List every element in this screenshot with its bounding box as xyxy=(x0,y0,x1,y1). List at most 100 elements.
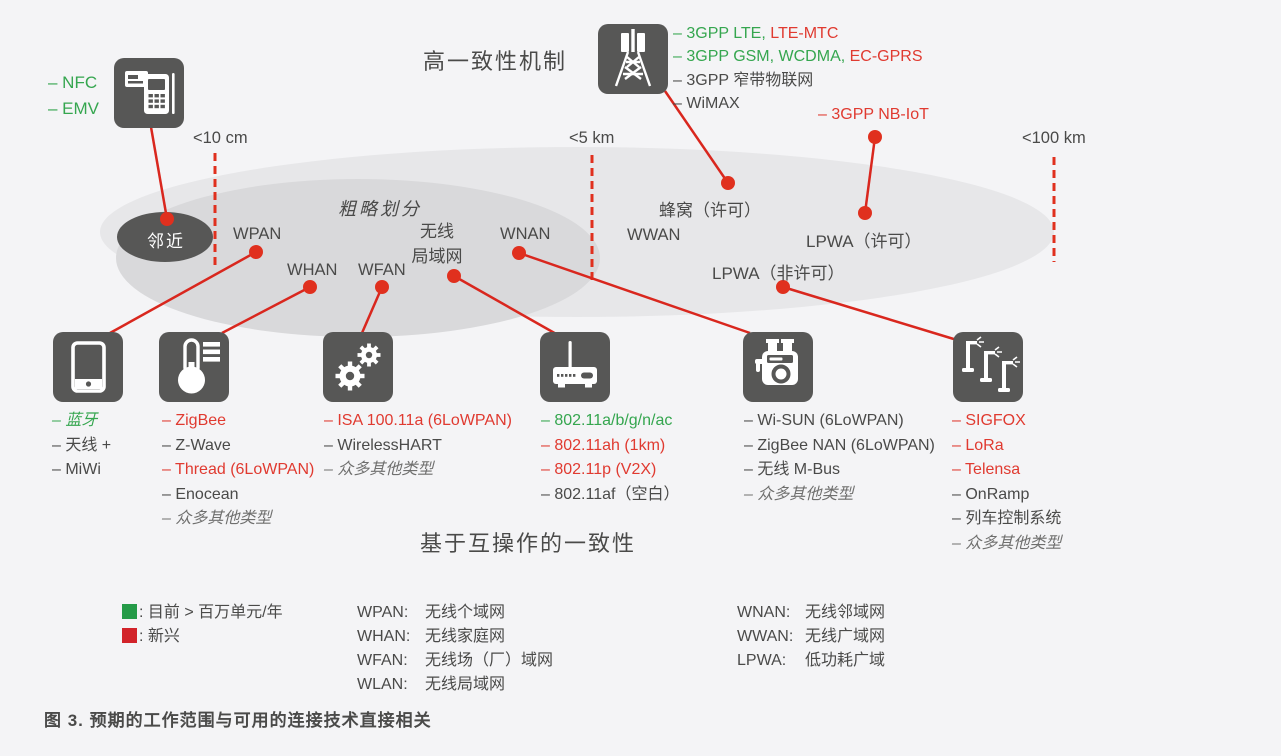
tech-item: – 众多其他类型 xyxy=(162,510,272,527)
line-nfc-proximity xyxy=(149,126,169,220)
tech-item: – 802.11ah (1km) xyxy=(541,436,666,454)
tech-item: – 802.11a/b/g/n/ac xyxy=(541,412,673,429)
line-whan-thermometer xyxy=(221,285,311,335)
abbreviation-column-2: WNAN:无线邻域网 WWAN:无线广域网 LPWA:低功耗广域 xyxy=(737,601,885,673)
dot-nbiot xyxy=(868,130,882,144)
tech-item: – 无线 M-Bus xyxy=(744,461,841,478)
dot-lpwa-licensed xyxy=(858,206,872,220)
streetlight-poles-icon xyxy=(953,332,1023,402)
tech-item: – 3GPP GSM, WCDMA, EC-GPRS xyxy=(673,48,923,66)
gears-icon xyxy=(323,332,393,402)
line-wfan-gears xyxy=(360,286,384,334)
wfan-tech-list: – ISA 100.11a (6LoWPAN) – WirelessHART – 众… xyxy=(324,409,512,483)
tech-item: – 802.11p (V2X) xyxy=(541,461,657,478)
zone-label-lpwa-unlicensed: LPWA（非许可） xyxy=(712,264,845,283)
connector-lines xyxy=(109,90,958,342)
dot-whan xyxy=(303,280,317,294)
tech-item: – 3GPP 窄带物联网 xyxy=(673,71,814,89)
line-wpan-smartphone xyxy=(109,250,257,335)
zone-label-lpwa-licensed: LPWA（许可） xyxy=(806,232,922,251)
tech-item: – SIGFOX xyxy=(952,412,1026,429)
inner-range-ellipse xyxy=(116,179,600,337)
cell-tower-icon xyxy=(598,24,668,94)
smartphone-icon xyxy=(53,332,123,402)
zone-label-wfan: WFAN xyxy=(358,261,406,279)
legend: : 目前 > 百万单元/年: 新兴 xyxy=(122,601,283,648)
tech-item: – Thread (6LoWPAN) xyxy=(162,461,315,478)
tech-item: – ZigBee xyxy=(162,412,227,429)
tech-item: – Telensa xyxy=(952,461,1021,478)
dot-cellular xyxy=(721,176,735,190)
dot-wfan xyxy=(375,280,389,294)
tech-item: – 众多其他类型 xyxy=(324,461,434,478)
legend-item: : 目前 > 百万单元/年 xyxy=(122,601,283,625)
zone-label-whan: WHAN xyxy=(287,261,338,279)
utility-meter-icon xyxy=(743,332,813,402)
zone-label-wpan: WPAN xyxy=(233,225,282,243)
tech-item: – 列车控制系统 xyxy=(952,510,1062,527)
tech-item: – ZigBee NAN (6LoWPAN) xyxy=(744,436,935,454)
tech-item: – 蓝牙 xyxy=(52,412,98,429)
top-title: 高一致性机制 xyxy=(423,49,568,74)
abbreviation-row: LPWA:低功耗广域 xyxy=(737,652,886,669)
abbreviation-row: WHAN:无线家庭网 xyxy=(357,628,506,645)
tech-item: – 天线 + xyxy=(52,436,112,454)
legend-item: : 新兴 xyxy=(122,625,283,649)
abbreviation-row: WPAN:无线个域网 xyxy=(357,604,506,621)
range-label-10cm: <10 cm xyxy=(193,129,248,147)
tech-item: – Z-Wave xyxy=(162,436,231,454)
figure-caption: 图 3. 预期的工作范围与可用的连接技术直接相关 xyxy=(44,711,432,730)
lpwa-tech-list: – SIGFOX – LoRa – Telensa – OnRamp – 列车控制系统 –… xyxy=(952,409,1061,556)
proximity-ellipse xyxy=(117,212,213,262)
tech-item: – Wi-SUN (6LoWPAN) xyxy=(744,412,904,429)
line-lpwa-poles xyxy=(782,285,958,342)
dot-wlan xyxy=(447,269,461,283)
tech-item: – Enocean xyxy=(162,485,239,503)
range-label-5km: <5 km xyxy=(569,129,615,147)
range-label-100km: <100 km xyxy=(1022,129,1086,147)
legend-swatch xyxy=(122,604,137,619)
dot-wnan xyxy=(512,246,526,260)
line-wnan-meter xyxy=(518,251,751,335)
tech-item: – 众多其他类型 xyxy=(744,485,854,503)
tech-item: – OnRamp xyxy=(952,485,1030,503)
line-nbiot-lpwa xyxy=(863,136,877,214)
tech-item: – 802.11af（空白） xyxy=(541,485,680,503)
wlan-tech-list: – 802.11a/b/g/n/ac – 802.11ah (1km) – 802.… xyxy=(541,409,679,507)
tech-item: – NFC xyxy=(48,73,98,92)
tech-item: – WiMAX xyxy=(673,94,740,112)
zone-label-wnan: WNAN xyxy=(500,225,551,243)
zone-label-wlan: 无线局域网 xyxy=(411,222,463,266)
tech-item: – WirelessHART xyxy=(324,436,442,454)
zone-label-wwan: WWAN xyxy=(627,226,681,244)
whan-tech-list: – ZigBee – Z-Wave – Thread (6LoWPAN) – Enoc… xyxy=(162,409,314,532)
abbreviation-row: WWAN:无线广域网 xyxy=(737,628,886,645)
abbreviation-row: WNAN:无线邻域网 xyxy=(737,604,886,621)
rough-division-label: 粗略划分 xyxy=(338,199,422,219)
line-wlan-router xyxy=(453,274,559,337)
tech-item: – EMV xyxy=(48,99,100,118)
dot-lpwa-unlicensed xyxy=(776,280,790,294)
tech-item: – LoRa xyxy=(952,436,1004,454)
cellular-tech-list: – 3GPP LTE, LTE-MTC – 3GPP GSM, WCDMA, EC… xyxy=(673,22,923,115)
payment-terminal-icon xyxy=(114,58,184,128)
zone-label-cellular-licensed: 蜂窝（许可） xyxy=(659,201,761,220)
bottom-title: 基于互操作的一致性 xyxy=(420,531,637,556)
connector-dots xyxy=(160,130,882,294)
tech-item: – 3GPP LTE, LTE-MTC xyxy=(673,25,839,42)
tech-item: – 众多其他类型 xyxy=(952,534,1062,552)
legend-swatch xyxy=(122,627,137,643)
thermometer-icon xyxy=(159,332,229,402)
tech-item: – ISA 100.11a (6LoWPAN) xyxy=(324,412,512,429)
wnan-tech-list: – Wi-SUN (6LoWPAN) – ZigBee NAN (6LoWPAN)… xyxy=(744,409,935,507)
wifi-router-icon xyxy=(540,332,610,402)
abbreviation-row: WLAN:无线局域网 xyxy=(357,676,506,693)
dot-proximity xyxy=(160,212,174,226)
tech-item: – MiWi xyxy=(52,461,101,478)
range-divider-lines xyxy=(213,153,1056,285)
wpan-tech-list: – 蓝牙 – 天线 + – MiWi xyxy=(52,409,111,483)
dot-wpan xyxy=(249,245,263,259)
